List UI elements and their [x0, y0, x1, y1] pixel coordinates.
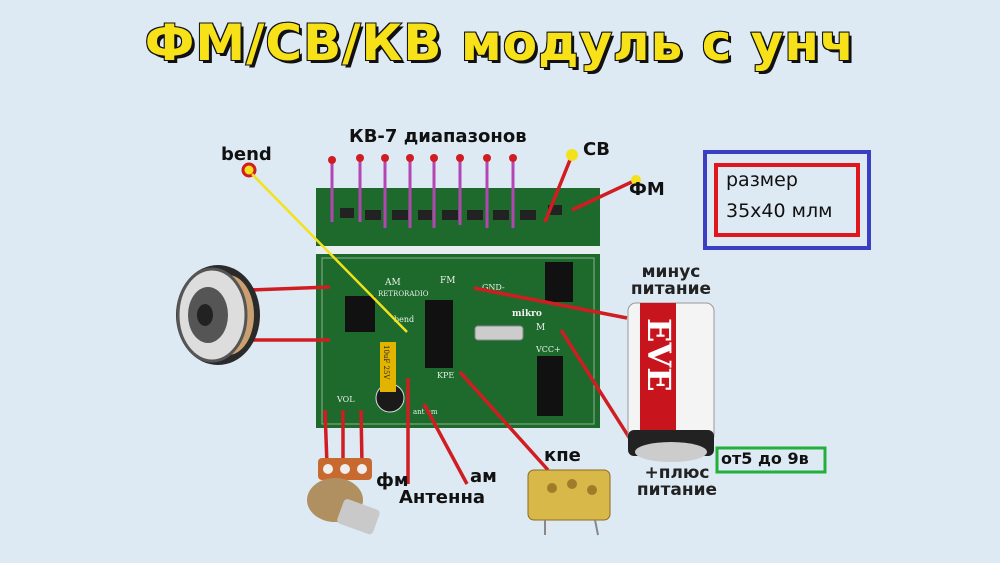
vol-wire-3	[359, 409, 364, 466]
pcb-slot	[316, 246, 600, 254]
antenna-label: Антенна	[399, 487, 486, 508]
am-antenna-label: ам	[470, 466, 497, 487]
fm-dot	[631, 175, 641, 185]
silk-ant: ant am	[413, 408, 438, 416]
voltage-box	[715, 446, 827, 474]
sv-wire	[543, 154, 574, 223]
plus-wire	[559, 329, 634, 443]
minus-wire	[473, 286, 628, 320]
capacitor-label	[380, 342, 396, 392]
size-label-1: размер	[726, 169, 798, 191]
am-antenna-wire	[422, 403, 469, 485]
silk-mikro: mikro	[512, 309, 542, 319]
size-box-inner	[714, 163, 860, 237]
battery-brand: EVE	[640, 318, 678, 392]
silk-fm: FM	[440, 276, 455, 286]
plus-label-1: +плюс	[644, 463, 710, 483]
size-label-2: 35x40 млм	[726, 200, 833, 222]
silk-kpe: KPE	[437, 371, 454, 380]
plus-label-2: питание	[636, 480, 718, 500]
minus-label-2: питание	[630, 279, 712, 299]
speaker-image	[176, 265, 260, 365]
sv-dot	[566, 149, 578, 161]
fm-wire	[571, 178, 637, 212]
top-strip-components	[340, 205, 562, 220]
pcb-board: AM FM RETRORADIO GND- mikro M VCC+ bend …	[316, 188, 600, 428]
kv-label: КВ-7 диапазонов	[349, 126, 527, 147]
minus-label: минус питание	[628, 264, 714, 298]
silk-gnd: GND-	[482, 283, 505, 292]
fm-antenna-label: фм	[376, 470, 409, 491]
silk-brand: RETRORADIO	[378, 290, 429, 298]
kv-wires	[330, 158, 515, 228]
kpe-label: кпе	[544, 445, 581, 466]
bend-label: bend	[221, 144, 272, 165]
silk-vol: VOL	[336, 395, 355, 404]
ic-radio	[425, 300, 453, 368]
ic-amplifier	[345, 296, 375, 332]
bend-dot	[241, 162, 257, 178]
silk-m: M	[536, 323, 545, 333]
plus-label: +плюс питание	[632, 465, 722, 499]
crystal	[474, 325, 524, 341]
voltage-label: от5 до 9в	[721, 449, 809, 468]
fm-label: ФМ	[629, 179, 665, 200]
silk-am: AM	[384, 278, 401, 288]
silk-cap: 10uF 25V	[382, 345, 390, 380]
vol-wire-1	[323, 409, 329, 466]
kv-dots	[328, 154, 517, 164]
silk-vcc: VCC+	[535, 345, 561, 354]
speaker-wire-1	[249, 285, 331, 292]
potentiometer-image	[307, 458, 380, 535]
sv-label: СВ	[583, 139, 610, 160]
page-title: ФМ/СВ/КВ модуль с унч	[144, 13, 856, 73]
minus-label-1: минус	[641, 262, 701, 282]
ic-regulator	[545, 262, 573, 302]
red-wires	[249, 154, 637, 485]
ic-mcu	[537, 356, 563, 416]
kpe-capacitor-image	[527, 469, 611, 536]
bend-wire	[251, 173, 408, 333]
battery-image: EVE	[627, 302, 715, 462]
silk-bend: bend	[394, 315, 414, 324]
size-box-outer	[703, 150, 871, 250]
kpe-wire	[458, 370, 550, 472]
